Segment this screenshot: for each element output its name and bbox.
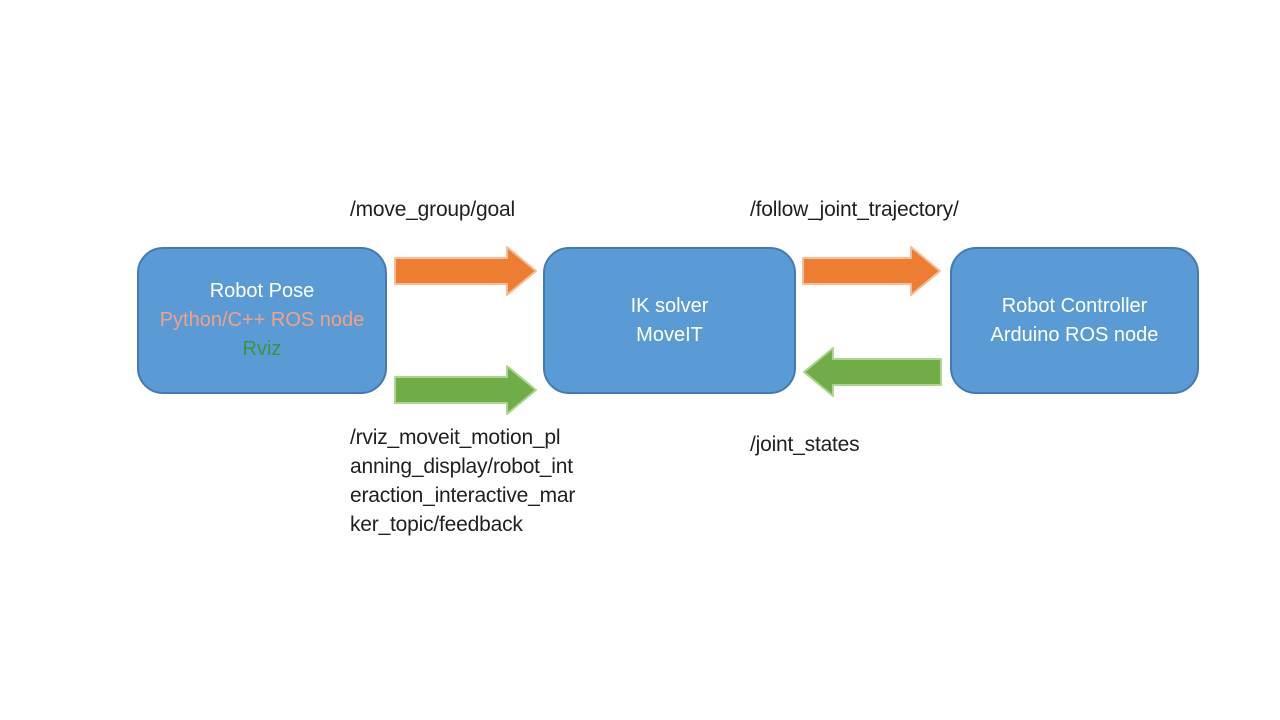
- arrow-follow-joint-trajectory: [802, 246, 941, 296]
- robot-controller-title: Robot Controller: [1001, 294, 1148, 317]
- topic-label-rviz-feedback-line-2: anning_display/robot_int: [350, 455, 573, 478]
- node-robot-controller: Robot Controller Arduino ROS node: [950, 247, 1199, 394]
- topic-label-follow-joint-trajectory: /follow_joint_trajectory/: [750, 198, 959, 221]
- topic-label-move-group-goal: /move_group/goal: [350, 198, 515, 221]
- topic-label-rviz-feedback-line-3: eraction_interactive_mar: [350, 484, 576, 507]
- robot-controller-arduino-label: Arduino ROS node: [990, 323, 1159, 346]
- arrow-joint-states: [803, 347, 942, 397]
- block-arrow-right-shape: [394, 246, 537, 296]
- topic-label-rviz-feedback-line-1: /rviz_moveit_motion_pl: [350, 426, 561, 449]
- ik-solver-title: IK solver: [630, 294, 709, 317]
- robot-pose-ros-node-label: Python/C++ ROS node: [159, 309, 365, 331]
- node-ik-solver: IK solver MoveIT: [543, 247, 796, 394]
- block-arrow-right-shape: [802, 246, 941, 296]
- block-arrow-left-shape: [803, 347, 942, 397]
- ik-solver-moveit-label: MoveIT: [636, 323, 703, 346]
- block-arrow-right-shape: [394, 365, 537, 415]
- topic-label-joint-states: /joint_states: [750, 433, 860, 456]
- robot-pose-rviz-label: Rviz: [242, 338, 282, 360]
- node-robot-pose: Robot Pose Python/C++ ROS node Rviz: [137, 247, 387, 394]
- arrow-move-group-goal: [394, 246, 537, 296]
- arrow-rviz-feedback: [394, 365, 537, 415]
- topic-label-rviz-feedback-line-4: ker_topic/feedback: [350, 513, 523, 536]
- robot-pose-title: Robot Pose: [209, 280, 315, 302]
- topic-label-rviz-feedback: /rviz_moveit_motion_pl anning_display/ro…: [350, 423, 575, 539]
